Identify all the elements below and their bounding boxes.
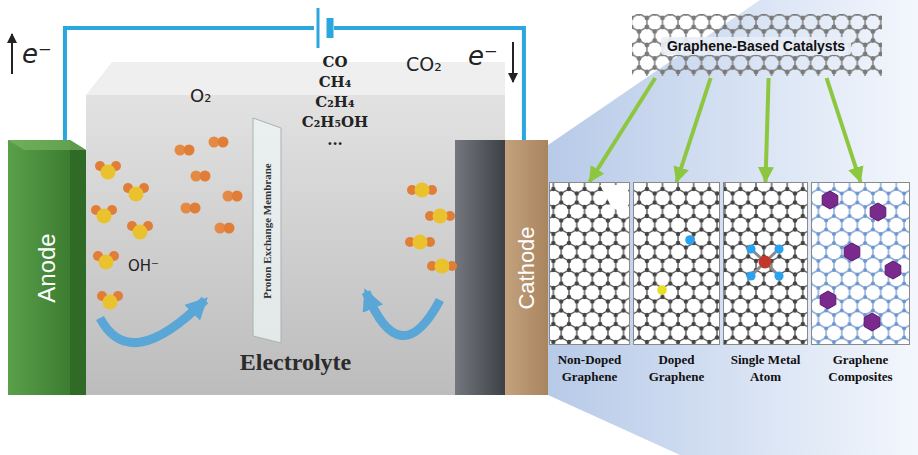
species-label: O₂ — [190, 86, 211, 107]
oxygen-molecules — [175, 137, 243, 234]
node-text: Anode — [34, 233, 60, 302]
node-text: Non-Doped Graphene — [549, 351, 630, 385]
node-text: Single Metal Atom — [723, 351, 808, 385]
category-arrow — [590, 78, 656, 182]
product-label: CO — [285, 54, 385, 71]
category-arrow — [677, 78, 711, 182]
panel-frame — [549, 182, 630, 345]
panel-frame — [811, 182, 910, 345]
electron-arrow — [11, 34, 13, 74]
species-label: OH⁻ — [128, 258, 159, 275]
graphene-strip — [632, 14, 882, 76]
battery-symbol — [317, 8, 320, 48]
cathode-electrode: Cathode — [505, 140, 548, 395]
electrolyte-top — [86, 62, 505, 95]
node-text: Doped Graphene — [633, 351, 720, 385]
external-wire — [65, 28, 524, 140]
battery-symbol — [327, 18, 334, 38]
anode-face — [8, 140, 70, 395]
lattice-picture — [633, 182, 720, 345]
category-arrow — [827, 78, 861, 182]
catalyst-panel: Doped Graphene — [633, 182, 720, 385]
node-text: Graphene-Based Catalysts — [661, 37, 851, 55]
electron-label: e⁻ — [468, 42, 498, 72]
dopant-atom — [685, 235, 695, 245]
flow-arrow — [100, 300, 205, 343]
node-text: Cathode — [514, 226, 538, 309]
panel-frame — [723, 182, 808, 345]
species-label: CO₂ — [406, 54, 442, 76]
cathode-layer — [455, 140, 505, 395]
electron-label: e⁻ — [22, 40, 52, 70]
spotlight-ground — [548, 0, 918, 455]
lattice-picture — [811, 182, 910, 345]
nanoparticles — [820, 191, 901, 331]
catalyst-panel: Non-Doped Graphene — [549, 182, 630, 385]
lattice-picture — [723, 182, 808, 345]
anode-electrode: Anode — [8, 140, 86, 395]
co2-molecules — [405, 183, 457, 274]
product-label: C₂H₄ — [285, 94, 385, 111]
product-label: C₂H₅OH — [285, 114, 385, 131]
node-text: Electrolyte — [86, 349, 505, 377]
electron-arrow — [512, 42, 514, 82]
node-text: Proton Exchange Membrane — [261, 163, 273, 298]
product-label: CH₄ — [285, 74, 385, 91]
product-label: ... — [285, 132, 385, 149]
catalyst-panel: Single Metal Atom — [723, 182, 808, 385]
category-arrow — [766, 78, 769, 182]
flow-arrow — [366, 292, 440, 336]
membrane-sheet — [253, 118, 281, 343]
water-molecules — [91, 161, 153, 310]
electrolyte-region: Electrolyte Proton Exchange Membrane — [86, 62, 505, 395]
node-text: Graphene Composites — [811, 351, 910, 385]
metal-bonds — [751, 249, 779, 276]
exchange-membrane: Proton Exchange Membrane — [253, 118, 281, 343]
electrolyte-body — [86, 95, 505, 395]
cathode-face — [505, 140, 548, 395]
metal-atom — [759, 256, 772, 269]
lattice-picture — [549, 182, 630, 345]
dopant-atom — [657, 285, 667, 295]
catalyst-panel: Graphene Composites — [811, 182, 910, 385]
catalyst-heading: Graphene-Based Catalysts — [630, 14, 882, 78]
panel-frame — [633, 182, 720, 345]
